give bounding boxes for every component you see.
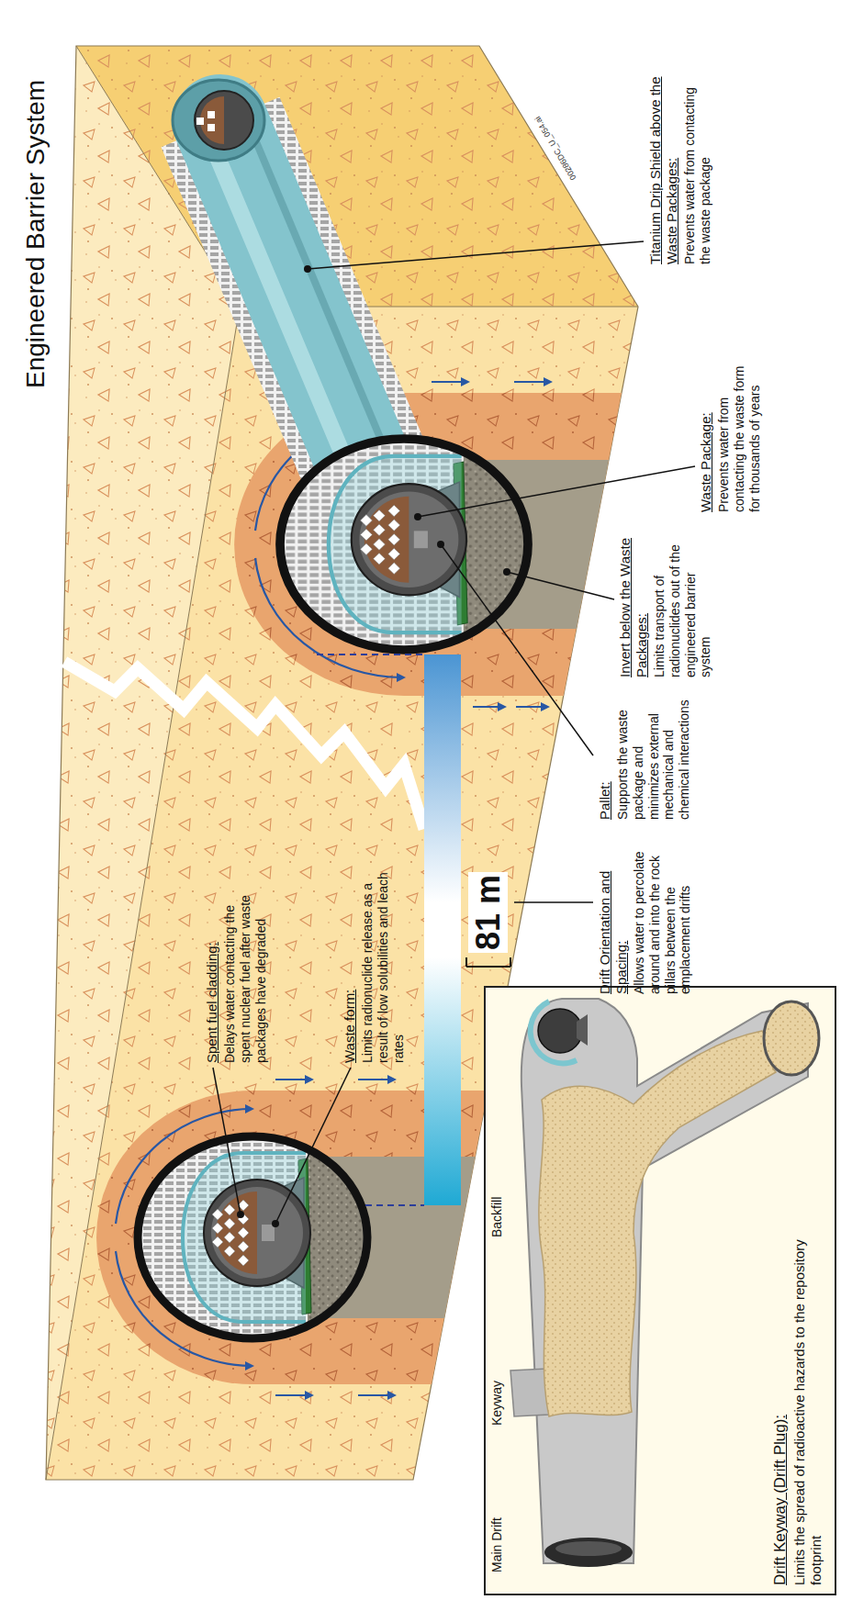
keyway-inset-part	[521, 998, 808, 1564]
keyway-inset-part	[544, 1537, 633, 1568]
leader-lines-part	[307, 241, 644, 270]
callout-heading: Pallet:	[596, 691, 614, 820]
water-flow-arrows-part	[275, 1394, 313, 1397]
part-label: Main Drift	[489, 1517, 505, 1573]
keyway-inset	[484, 986, 836, 1595]
leader-lines-part	[440, 544, 594, 756]
keyway-inset-part	[484, 986, 836, 1595]
callout-heading: Waste form:	[341, 852, 359, 1064]
rock-block-part	[76, 45, 639, 307]
callout-heading: Drift Orientation and Spacing:	[596, 833, 630, 995]
leader-lines-part	[514, 901, 594, 904]
keyway-inset-part	[530, 1001, 577, 1064]
leader-lines-part	[417, 466, 696, 517]
leader-dots-part	[437, 540, 445, 549]
keyway-inset-part	[763, 1001, 819, 1076]
drip-shield-tube-part	[206, 131, 349, 470]
water-flow-arrows-part	[514, 381, 551, 383]
leader-lines-part	[506, 571, 615, 600]
spacing-dimension-part	[424, 654, 461, 1206]
water-flow-arrows-part	[358, 1078, 395, 1081]
drip-shield-tube-part	[172, 79, 265, 161]
callout-body: Prevents water from contacting the waste…	[682, 71, 714, 265]
drip-shield-tube-part	[207, 111, 215, 119]
emplacement-drift	[137, 1136, 372, 1339]
leader-dots-part	[503, 568, 511, 576]
spacing-dimension-part	[466, 957, 511, 967]
water-flow-arrows-part	[358, 1394, 395, 1397]
callout-heading: Titanium Drip Shield above the Waste Pac…	[647, 71, 681, 265]
emplacement-drift	[280, 438, 533, 651]
leader-dots-part	[271, 1220, 280, 1228]
inset-panel: Drift Keyway (Drift Plug):Limits the spr…	[484, 986, 836, 1595]
keyway-inset-part	[576, 1014, 588, 1046]
leader-lines-part	[275, 1067, 351, 1224]
callout-body: Prevents water from contacting the waste…	[716, 365, 763, 513]
drip-shield-tube-part	[207, 123, 215, 132]
leader-lines-part	[213, 1067, 241, 1215]
keyway-inset-part	[555, 1541, 622, 1557]
callout-heading: Waste Package:	[697, 365, 715, 513]
callout-body: Limits transport of radionuclides out of…	[651, 530, 714, 678]
leader-dots-part	[303, 265, 312, 273]
drip-shield-tube-part	[196, 117, 204, 125]
callout-body: Allows water to percolate around and int…	[631, 833, 694, 995]
spacing-dimension-part	[365, 1204, 425, 1207]
spacing-dimension	[316, 654, 511, 1206]
keyway-inset-part	[538, 1031, 776, 1417]
callout-heading: Spent fuel cladding:	[203, 870, 221, 1064]
keyway-inset-part	[538, 1009, 583, 1054]
water-flow-arrows-part	[515, 706, 549, 708]
drip-shield-tube	[172, 79, 391, 471]
water-flow-arrows-part	[275, 1078, 313, 1081]
inset-heading: Drift Keyway (Drift Plug):	[771, 1199, 790, 1586]
callout-body: Delays water contacting the spent nuclea…	[222, 870, 269, 1064]
drip-shield-tube-part	[220, 122, 368, 471]
callout-body: Supports the waste package and minimizes…	[615, 691, 693, 820]
diagram-title: Engineered Barrier System	[20, 79, 52, 389]
part-label: Backfill	[489, 1197, 505, 1238]
spacing-dimension-part	[316, 653, 425, 656]
rock-block-part	[76, 45, 639, 307]
dimension-label: 81 m	[468, 872, 508, 954]
inset-body: Limits the spread of radioactive hazards…	[791, 1218, 825, 1586]
keyway-inset-part	[510, 1368, 550, 1417]
drip-shield-tube-part	[220, 122, 368, 471]
length-break	[64, 661, 425, 830]
callout-body: Limits radionuclide release as a result …	[359, 852, 406, 1064]
callout-heading: Invert below the Waste Packages:	[616, 530, 651, 678]
leader-dots-part	[414, 513, 422, 521]
water-flow-arrows-part	[431, 381, 469, 383]
part-label: Keyway	[489, 1380, 505, 1426]
leader-dots-part	[236, 1211, 245, 1219]
leader-dots	[236, 265, 511, 1228]
drip-shield-tube-part	[194, 90, 254, 150]
drip-shield-tube-part	[247, 122, 391, 462]
water-flow-arrows-part	[472, 706, 505, 708]
